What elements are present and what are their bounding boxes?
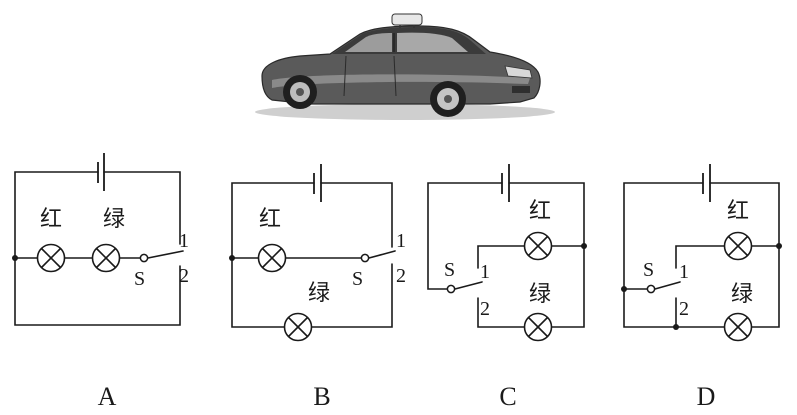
circuit-a-green-label: 绿 bbox=[103, 207, 125, 232]
circuit-c-junction bbox=[581, 243, 587, 249]
circuit-d-contact-2-label: 2 bbox=[679, 298, 689, 320]
circuit-b-switch-label: S bbox=[352, 268, 363, 290]
circuit-d: 红 绿 S 1 2 D bbox=[621, 164, 782, 411]
circuit-b-contact-1-label: 1 bbox=[396, 230, 406, 252]
circuit-d-red-lamp bbox=[723, 231, 753, 261]
circuit-a-switch-pivot bbox=[139, 253, 149, 263]
circuit-b-switch-pivot bbox=[360, 253, 370, 263]
circuit-b-junction bbox=[229, 255, 235, 261]
circuit-d-junction-bottom bbox=[673, 324, 679, 330]
circuit-d-switch-label: S bbox=[643, 259, 654, 281]
circuit-c-red-lamp bbox=[523, 231, 553, 261]
circuit-b-red-label: 红 bbox=[259, 207, 281, 232]
circuit-a-green-lamp bbox=[91, 243, 121, 273]
circuit-c-contact-2-label: 2 bbox=[480, 298, 490, 320]
circuit-d-green-lamp bbox=[723, 312, 753, 342]
taxi-illustration bbox=[255, 13, 555, 120]
circuit-b: 红 绿 S 1 2 B bbox=[229, 164, 406, 411]
circuit-c: 红 绿 S 1 2 C bbox=[427, 164, 587, 411]
circuit-c-battery bbox=[501, 164, 510, 202]
circuit-d-red-label: 红 bbox=[727, 199, 749, 224]
circuit-c-green-label: 绿 bbox=[529, 282, 551, 307]
circuit-d-battery bbox=[702, 164, 711, 202]
circuit-b-battery bbox=[313, 164, 322, 202]
circuit-a-wires bbox=[14, 171, 184, 326]
circuit-c-wires bbox=[427, 182, 585, 328]
circuit-d-contact-1-label: 1 bbox=[679, 261, 689, 283]
circuit-a-contact-2-label: 2 bbox=[179, 265, 189, 287]
circuit-a-caption: A bbox=[98, 382, 117, 411]
circuit-c-contact-1-label: 1 bbox=[480, 261, 490, 283]
circuit-c-switch-label: S bbox=[444, 259, 455, 281]
circuit-d-junction-left bbox=[621, 286, 627, 292]
circuit-d-wires bbox=[623, 182, 780, 328]
circuit-b-contact-2-label: 2 bbox=[396, 265, 406, 287]
circuit-a-contact-1-label: 1 bbox=[179, 230, 189, 252]
circuit-c-caption: C bbox=[499, 382, 516, 411]
circuit-b-green-lamp bbox=[283, 312, 313, 342]
circuit-d-switch-pivot bbox=[646, 284, 656, 294]
circuit-a-junction bbox=[12, 255, 18, 261]
circuit-b-green-label: 绿 bbox=[308, 281, 330, 306]
circuit-b-red-lamp bbox=[257, 243, 287, 273]
circuit-c-switch-pivot bbox=[446, 284, 456, 294]
circuit-d-junction-right bbox=[776, 243, 782, 249]
circuit-d-caption: D bbox=[697, 382, 716, 411]
circuit-c-green-lamp bbox=[523, 312, 553, 342]
circuit-a-red-label: 红 bbox=[40, 207, 62, 232]
circuit-c-red-label: 红 bbox=[529, 199, 551, 224]
circuit-b-caption: B bbox=[313, 382, 330, 411]
circuit-d-green-label: 绿 bbox=[731, 282, 753, 307]
circuit-a-switch-label: S bbox=[134, 268, 145, 290]
circuit-a-battery bbox=[97, 153, 105, 191]
circuit-a: 红 绿 S 1 2 A bbox=[12, 153, 189, 411]
circuit-a-red-lamp bbox=[36, 243, 66, 273]
